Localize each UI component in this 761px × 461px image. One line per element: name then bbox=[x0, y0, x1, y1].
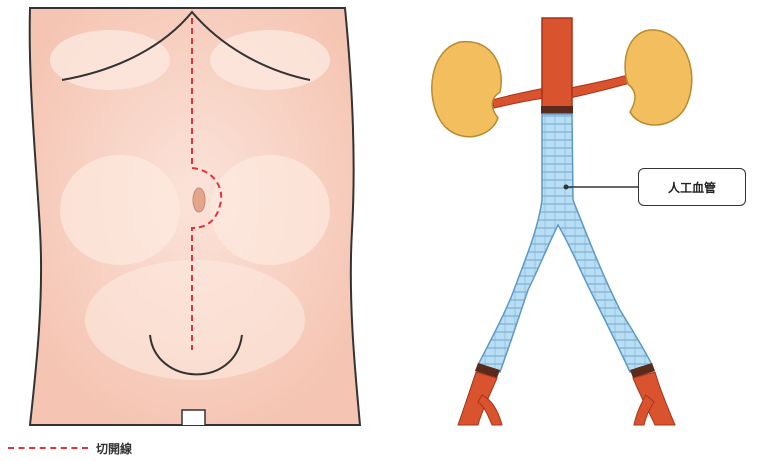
abdomen-illustration bbox=[30, 8, 360, 425]
groin-notch bbox=[182, 410, 205, 425]
aorta bbox=[542, 18, 572, 112]
abdomen-highlight-right bbox=[210, 155, 330, 265]
anastomosis-top bbox=[541, 106, 573, 114]
graft bbox=[478, 114, 652, 372]
kidney-left bbox=[432, 42, 501, 137]
graft-label: 人工血管 bbox=[638, 168, 746, 206]
label-leader-dot bbox=[564, 185, 569, 190]
incision-legend-swatch bbox=[8, 447, 88, 449]
chest-highlight-left bbox=[50, 30, 170, 90]
aorta-illustration bbox=[432, 18, 692, 425]
kidney-right bbox=[625, 30, 692, 125]
legend-label: 切開線 bbox=[96, 440, 132, 457]
chest-highlight-right bbox=[210, 30, 330, 90]
legend: 切開線 bbox=[8, 440, 132, 456]
navel bbox=[193, 188, 205, 212]
lower-highlight bbox=[85, 260, 305, 380]
abdomen-highlight-left bbox=[60, 155, 180, 265]
renal-artery-right bbox=[570, 75, 630, 98]
